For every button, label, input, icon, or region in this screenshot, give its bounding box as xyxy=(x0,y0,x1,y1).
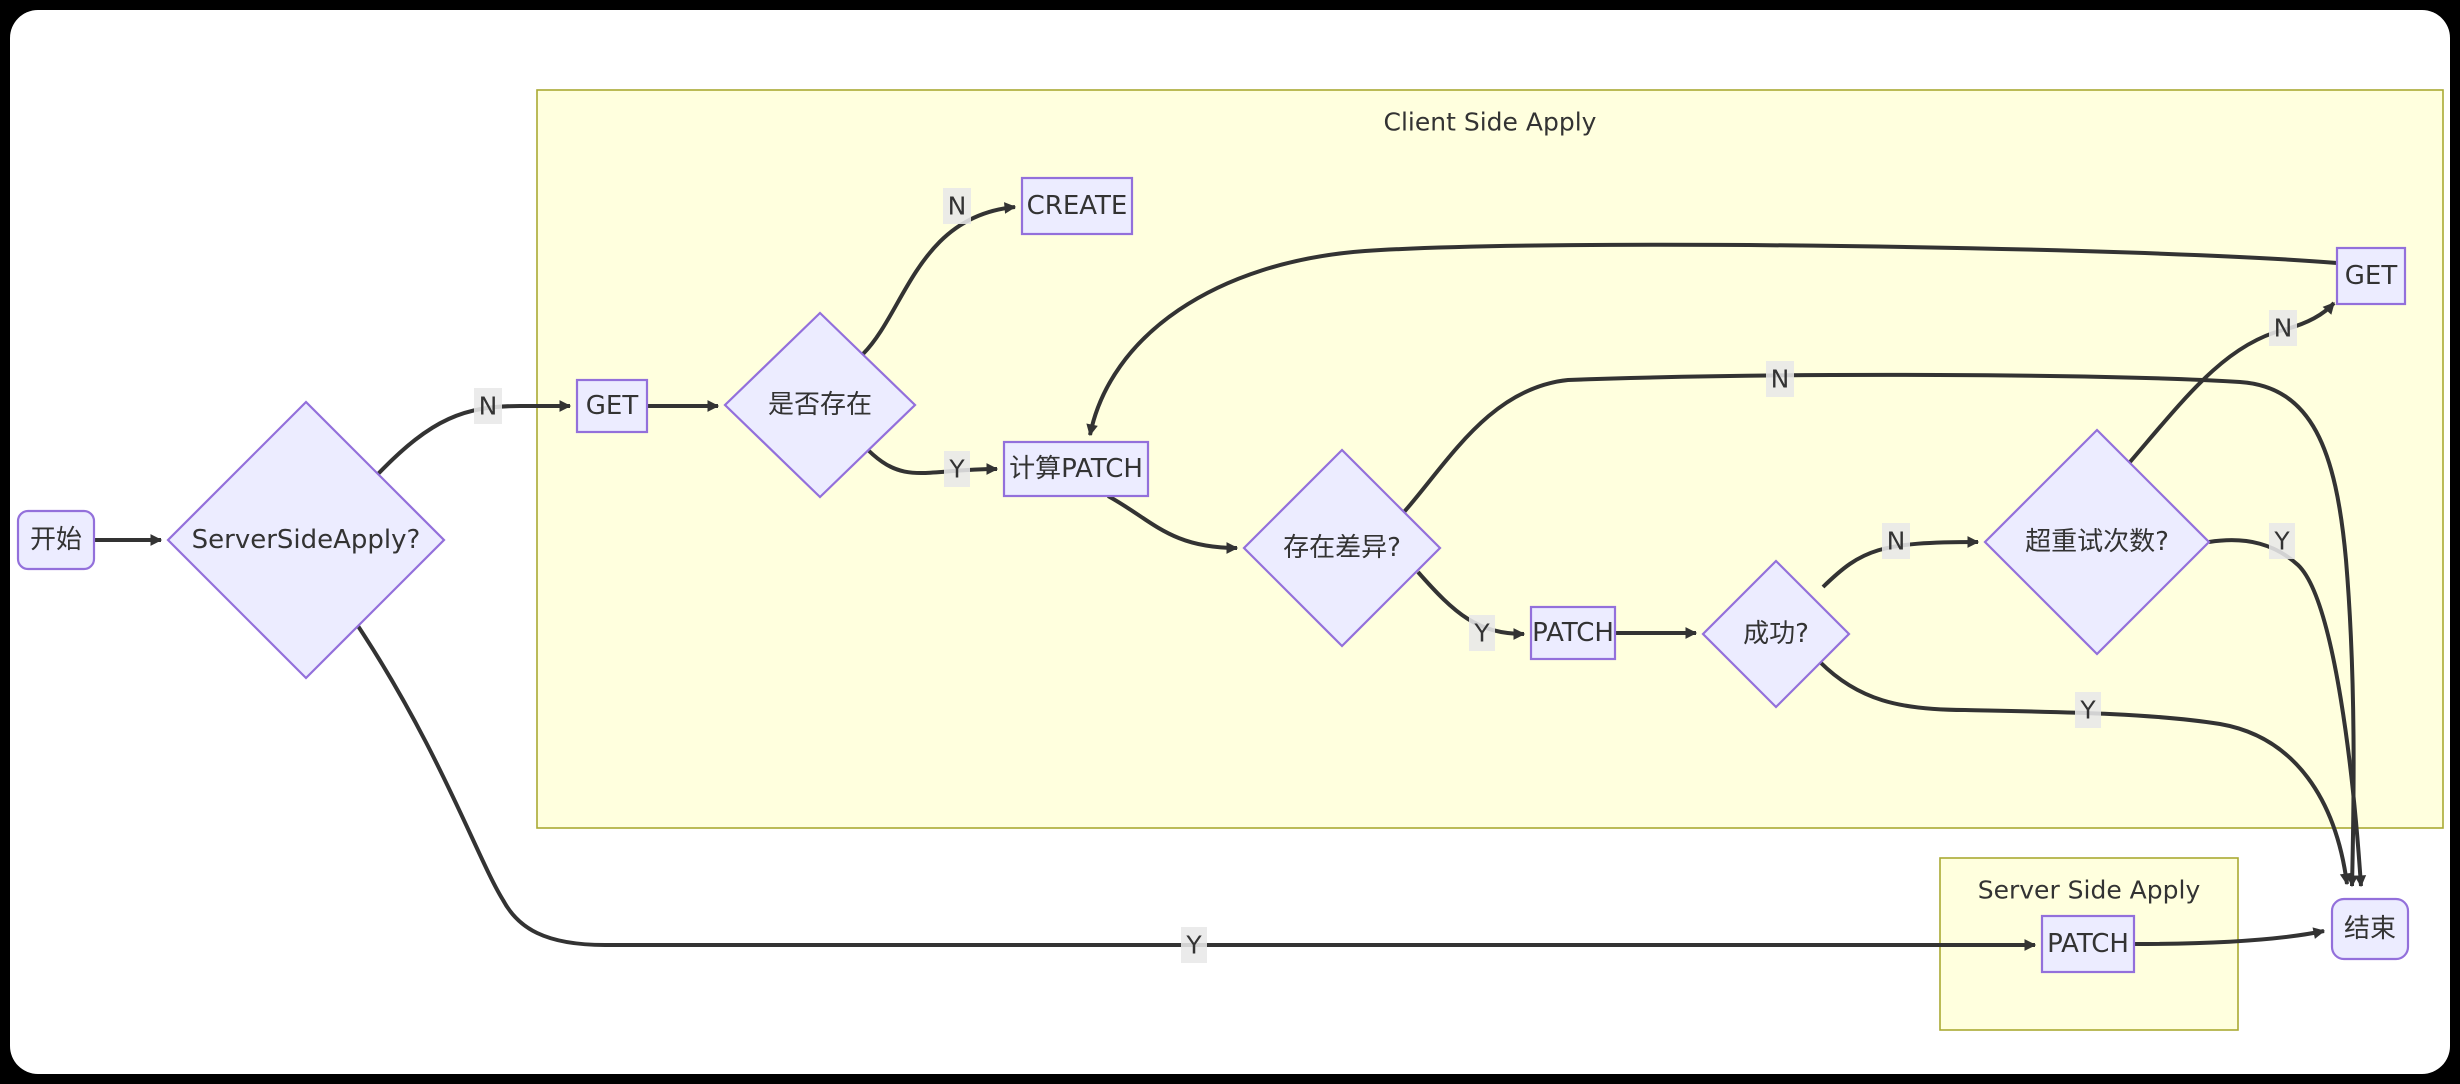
node-diff-decision: 存在差异? xyxy=(1242,448,1442,648)
nodes: 开始 ServerSideApply? GET 是否存在 CREATE 计算PA… xyxy=(16,176,2410,974)
edge-retry-n-to-get-retry xyxy=(2128,301,2336,464)
edge-label-ssa-y: Y xyxy=(1181,927,1207,963)
edge-label-exists-y: Y xyxy=(944,451,970,487)
node-exists-shape xyxy=(723,311,917,499)
edge-patch-server-to-end xyxy=(2133,927,2326,946)
svg-text:PATCH: PATCH xyxy=(1532,618,1614,648)
node-server-side-apply-decision: ServerSideApply? xyxy=(166,400,446,680)
node-start-shape xyxy=(16,509,96,571)
svg-text:Y: Y xyxy=(2079,696,2096,725)
node-get-retry: GET xyxy=(2335,246,2407,306)
svg-text:N: N xyxy=(2274,314,2293,343)
node-get: GET xyxy=(575,378,649,434)
edges xyxy=(94,202,2367,951)
node-patch-server: PATCH xyxy=(2040,914,2136,974)
edge-retry-y-to-end xyxy=(2208,538,2367,888)
edge-label-bg xyxy=(1882,523,1910,559)
edge-label-bg xyxy=(2269,310,2297,346)
svg-text:Y: Y xyxy=(948,455,965,484)
svg-text:计算PATCH: 计算PATCH xyxy=(1009,454,1143,484)
svg-text:成功?: 成功? xyxy=(1743,619,1809,649)
edge-label-bg xyxy=(944,451,970,487)
edge-diff-y-to-patch xyxy=(1416,570,1526,640)
edge-labels: N N Y N Y N Y N xyxy=(474,188,2297,963)
svg-text:Y: Y xyxy=(2273,527,2290,556)
svg-text:PATCH: PATCH xyxy=(2047,929,2129,959)
node-create-shape xyxy=(1020,176,1134,236)
svg-text:存在差异?: 存在差异? xyxy=(1283,533,1401,563)
edge-label-exists-n: N xyxy=(943,188,971,224)
svg-text:CREATE: CREATE xyxy=(1027,191,1128,221)
edge-label-ssa-n: N xyxy=(474,388,502,424)
node-success-shape xyxy=(1701,559,1851,709)
edge-label-bg xyxy=(474,388,502,424)
edge-label-bg xyxy=(2269,523,2295,559)
svg-text:GET: GET xyxy=(2345,261,2398,291)
svg-text:Y: Y xyxy=(1473,619,1490,648)
node-patch-server-shape xyxy=(2040,914,2136,974)
node-end: 结束 xyxy=(2330,897,2410,961)
edge-label-success-n: N xyxy=(1882,523,1910,559)
edge-label-retry-n: N xyxy=(2269,310,2297,346)
node-compute-patch-shape xyxy=(1002,440,1150,498)
edge-success-y-to-end xyxy=(1818,660,2352,886)
node-retry-shape xyxy=(1983,428,2211,656)
node-create: CREATE xyxy=(1020,176,1134,236)
svg-text:N: N xyxy=(1771,365,1790,394)
cluster-client-title: Client Side Apply xyxy=(1384,108,1597,137)
edge-ssa-n-to-get xyxy=(376,400,572,476)
edge-label-success-y: Y xyxy=(2075,692,2101,728)
edge-label-bg xyxy=(943,188,971,224)
edge-label-diff-y: Y xyxy=(1469,615,1495,651)
svg-text:是否存在: 是否存在 xyxy=(768,390,872,420)
node-get-retry-shape xyxy=(2335,246,2407,306)
svg-text:结束: 结束 xyxy=(2344,914,2396,944)
edge-exists-n-to-create xyxy=(861,202,1017,356)
edge-label-diff-n: N xyxy=(1766,361,1794,397)
edge-label-retry-y: Y xyxy=(2269,523,2295,559)
edge-label-bg xyxy=(2075,692,2101,728)
edge-label-bg xyxy=(1766,361,1794,397)
node-patch-client-shape xyxy=(1529,605,1617,661)
node-patch-client: PATCH xyxy=(1529,605,1617,661)
edge-compute-patch-to-diff xyxy=(1107,494,1239,554)
svg-text:Y: Y xyxy=(1185,931,1202,960)
svg-text:开始: 开始 xyxy=(30,525,82,555)
node-ssa-shape xyxy=(166,400,446,680)
edge-exists-y-to-compute-patch xyxy=(866,448,999,475)
cluster-server-title: Server Side Apply xyxy=(1978,876,2201,905)
edge-label-bg xyxy=(1181,927,1207,963)
edge-success-n-to-retry xyxy=(1821,536,1980,589)
node-exists-decision: 是否存在 xyxy=(723,311,917,499)
edge-label-bg xyxy=(1469,615,1495,651)
svg-text:N: N xyxy=(1887,527,1906,556)
svg-text:超重试次数?: 超重试次数? xyxy=(2025,527,2169,557)
node-start: 开始 xyxy=(16,509,96,571)
node-diff-shape xyxy=(1242,448,1442,648)
svg-text:N: N xyxy=(479,392,498,421)
edge-diff-n-to-end xyxy=(1402,372,2359,888)
svg-text:GET: GET xyxy=(586,391,639,421)
node-end-shape xyxy=(2330,897,2410,961)
svg-text:ServerSideApply?: ServerSideApply? xyxy=(192,525,421,555)
edge-ssa-y-to-patch-server xyxy=(356,624,2037,951)
svg-text:N: N xyxy=(948,192,967,221)
node-compute-patch: 计算PATCH xyxy=(1002,440,1150,498)
node-retry-decision: 超重试次数? xyxy=(1983,428,2211,656)
edge-get-retry-to-compute-patch xyxy=(1086,242,2338,437)
node-success-decision: 成功? xyxy=(1701,559,1851,709)
node-get-shape xyxy=(575,378,649,434)
